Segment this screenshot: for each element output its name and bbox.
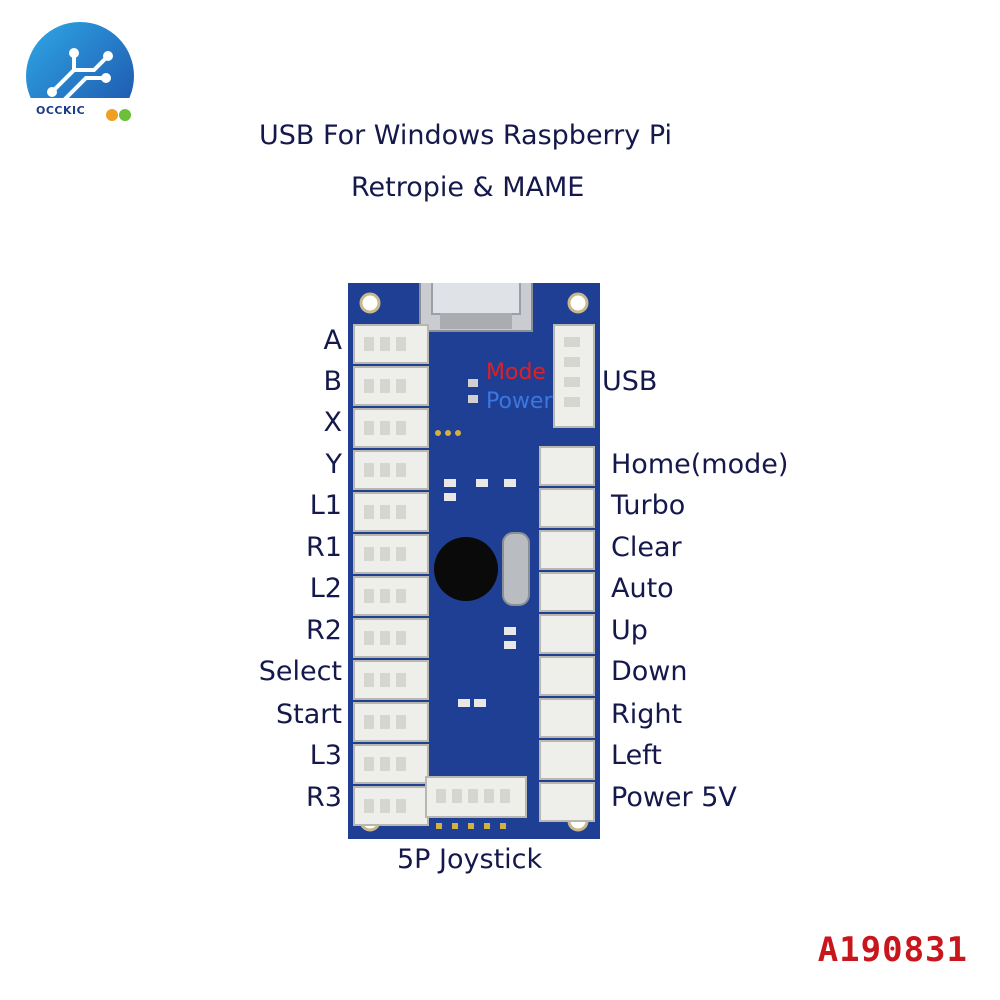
label-clear: Clear — [611, 532, 682, 563]
label-auto: Auto — [611, 573, 674, 604]
label-l2: L2 — [309, 573, 342, 604]
brand-logo — [24, 20, 136, 132]
title-line-1: USB For Windows Raspberry Pi — [259, 120, 673, 151]
label-start: Start — [276, 699, 342, 730]
label-b: B — [323, 366, 342, 397]
label-power-5v: Power 5V — [611, 782, 737, 813]
label-select: Select — [258, 656, 342, 687]
pcb-drawing — [348, 212, 600, 839]
label-y: Y — [325, 449, 343, 480]
label-right: Right — [611, 699, 683, 730]
power-led-label: Power — [486, 389, 553, 414]
label-usb: USB — [602, 366, 658, 397]
label-5p-joystick: 5P Joystick — [397, 844, 543, 875]
logo-text: OCCKIC — [36, 104, 86, 117]
circuit-board: Mode Power — [348, 212, 600, 839]
circuit-logo-icon — [24, 22, 136, 132]
label-l1: L1 — [309, 490, 342, 521]
label-home-mode: Home(mode) — [611, 449, 789, 480]
label-r3: R3 — [306, 782, 342, 813]
label-a: A — [323, 325, 342, 356]
label-x: X — [323, 407, 343, 438]
label-l3: L3 — [309, 740, 342, 771]
label-up: Up — [611, 615, 648, 646]
label-left: Left — [611, 740, 662, 771]
label-r1: R1 — [306, 532, 342, 563]
label-down: Down — [611, 656, 688, 687]
title-line-2: Retropie & MAME — [351, 172, 585, 203]
mode-led-label: Mode — [486, 360, 546, 385]
label-turbo: Turbo — [611, 490, 686, 521]
product-code: A190831 — [817, 930, 968, 970]
label-r2: R2 — [306, 615, 342, 646]
